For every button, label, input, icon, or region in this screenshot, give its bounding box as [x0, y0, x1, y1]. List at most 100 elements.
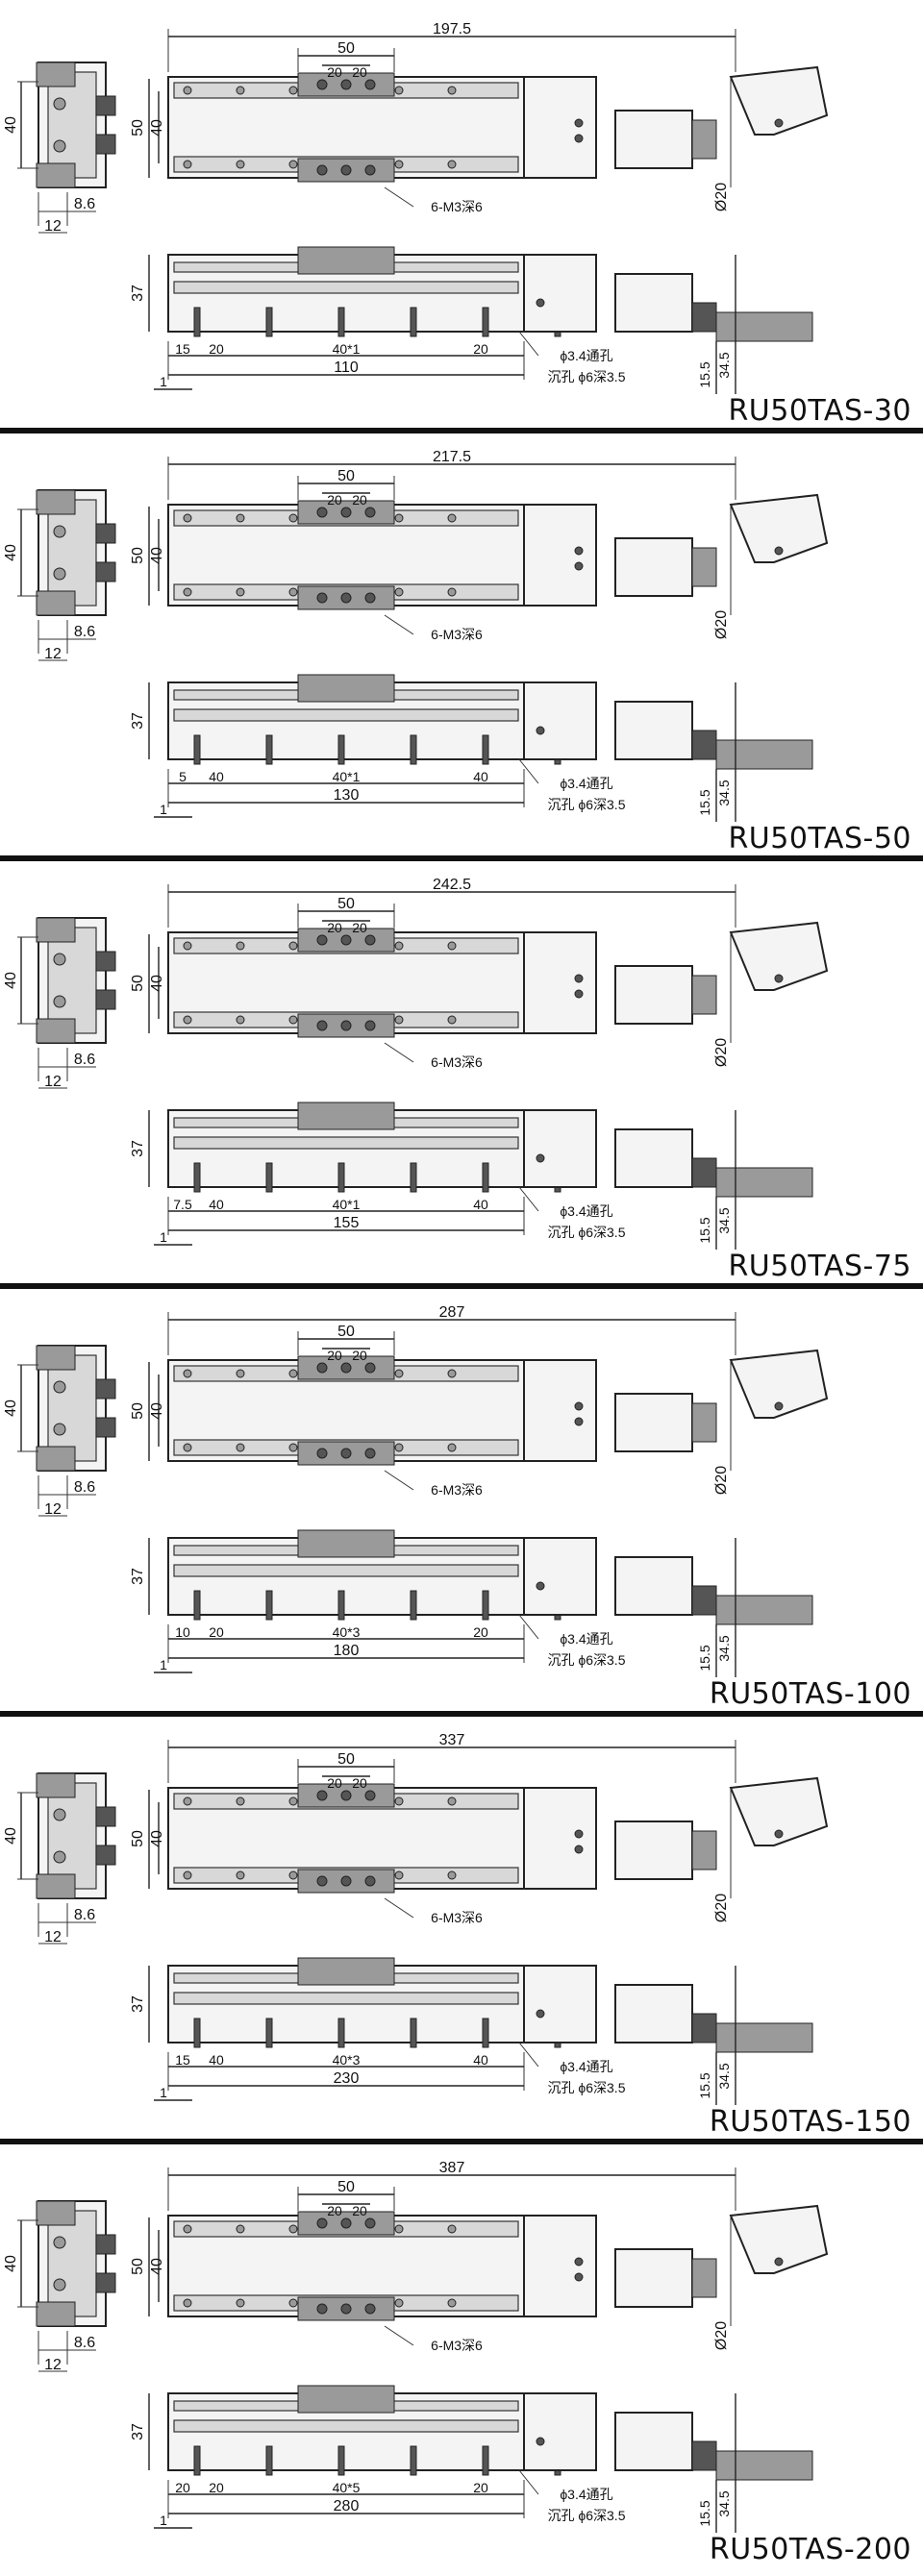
tap-note: 6-M3深6	[431, 627, 483, 642]
model-label: RU50TAS-100	[709, 1677, 911, 1711]
tap-note: 6-M3深6	[431, 1054, 483, 1070]
outer-height-dim: 50	[130, 1402, 146, 1420]
motor-dia-dim: Ø20	[713, 183, 730, 211]
dim-b: 20	[209, 1624, 224, 1640]
front-motor-block	[523, 1109, 597, 1188]
dim-c: 20	[473, 1624, 488, 1640]
side-offset-dim: 8.6	[74, 624, 95, 640]
side-view: 408.612	[3, 2200, 116, 2373]
thru-hole-note: ϕ3.4通孔	[560, 348, 612, 363]
dim-1: 1	[160, 802, 167, 817]
dim-a: 15	[175, 341, 190, 357]
front-connector	[715, 739, 813, 770]
side-height-dim: 40	[3, 116, 19, 134]
dim-1: 1	[160, 2085, 167, 2100]
front-motor-block	[523, 1537, 597, 1616]
front-height-dim: 37	[130, 712, 146, 730]
side-width-dim: 12	[44, 2357, 62, 2373]
side-width-dim: 12	[44, 1074, 62, 1090]
side-offset-dim: 8.6	[74, 1907, 95, 1923]
thru-hole-note: ϕ3.4通孔	[560, 1203, 612, 1219]
tap-note: 6-M3深6	[431, 1482, 483, 1498]
motor-block	[523, 1359, 597, 1462]
front-motor-block	[523, 254, 597, 333]
side-height-dim: 40	[3, 1399, 19, 1417]
total-length-dim: 197.5	[433, 21, 471, 37]
hole-pitch-dim: 40*1	[333, 1197, 361, 1212]
motor-housing	[614, 965, 693, 1025]
motor-housing	[614, 537, 693, 597]
inner-height-dim: 40	[149, 547, 165, 564]
front-connector	[715, 311, 813, 342]
base-length-dim: 130	[334, 787, 360, 804]
dim-1: 1	[160, 2513, 167, 2528]
dim-b: 40	[209, 769, 224, 784]
outer-height-dim: 50	[130, 975, 146, 992]
side-view: 408.612	[3, 1345, 116, 1518]
front-connector	[715, 2450, 813, 2481]
front-motor-block	[523, 2392, 597, 2471]
side-view: 408.612	[3, 917, 116, 1090]
tap-note: 6-M3深6	[431, 2338, 483, 2353]
total-length-dim: 287	[439, 1304, 465, 1321]
carriage-top	[297, 72, 395, 97]
base-length-dim: 155	[334, 1215, 360, 1231]
front-carriage	[297, 674, 395, 703]
dim-15-5: 15.5	[697, 2072, 712, 2098]
cable-connector	[729, 493, 829, 563]
dim-15-5: 15.5	[697, 1217, 712, 1243]
total-length-dim: 387	[439, 2160, 465, 2176]
hole-pitch-dim: 40*5	[333, 2480, 361, 2495]
hole-pitch-b-dim: 20	[352, 1348, 367, 1363]
carriage-width-dim: 50	[337, 468, 355, 484]
panel-separator	[0, 428, 923, 433]
hole-pitch-b-dim: 20	[352, 920, 367, 935]
motor-housing	[614, 2248, 693, 2308]
inner-height-dim: 40	[149, 1402, 165, 1420]
hole-pitch-a-dim: 20	[327, 1775, 342, 1791]
inner-height-dim: 40	[149, 975, 165, 992]
front-connector	[715, 2022, 813, 2053]
side-view: 408.612	[3, 1772, 116, 1945]
carriage-width-dim: 50	[337, 896, 355, 912]
inner-height-dim: 40	[149, 2258, 165, 2275]
motor-block	[523, 2215, 597, 2317]
motor-dia-dim: Ø20	[713, 1038, 730, 1067]
dim-c: 20	[473, 2480, 488, 2495]
base-length-dim: 230	[334, 2070, 360, 2087]
hole-pitch-a-dim: 20	[327, 920, 342, 935]
front-motor-block	[523, 681, 597, 760]
thru-hole-note: ϕ3.4通孔	[560, 1631, 612, 1647]
tap-note: 6-M3深6	[431, 1910, 483, 1925]
motor-dia-dim: Ø20	[713, 1894, 730, 1922]
front-connector	[715, 1167, 813, 1198]
hole-pitch-dim: 40*3	[333, 1624, 361, 1640]
front-connector	[715, 1595, 813, 1625]
inner-height-dim: 40	[149, 1830, 165, 1847]
hole-pitch-dim: 40*1	[333, 341, 361, 357]
side-offset-dim: 8.6	[74, 2335, 95, 2351]
thru-hole-note: ϕ3.4通孔	[560, 2487, 612, 2502]
hole-pitch-dim: 40*1	[333, 769, 361, 784]
front-height-dim: 37	[130, 1140, 146, 1157]
front-motor	[614, 2412, 693, 2471]
motor-block	[523, 931, 597, 1034]
base-length-dim: 280	[334, 2498, 360, 2514]
motor-dia-dim: Ø20	[713, 1466, 730, 1495]
hole-pitch-a-dim: 20	[327, 2203, 342, 2218]
motor-block	[523, 1787, 597, 1890]
counterbore-note: 沉孔 ϕ6深3.5	[548, 1652, 626, 1668]
counterbore-note: 沉孔 ϕ6深3.5	[548, 369, 626, 384]
side-width-dim: 12	[44, 1501, 62, 1518]
total-length-dim: 242.5	[433, 877, 471, 893]
